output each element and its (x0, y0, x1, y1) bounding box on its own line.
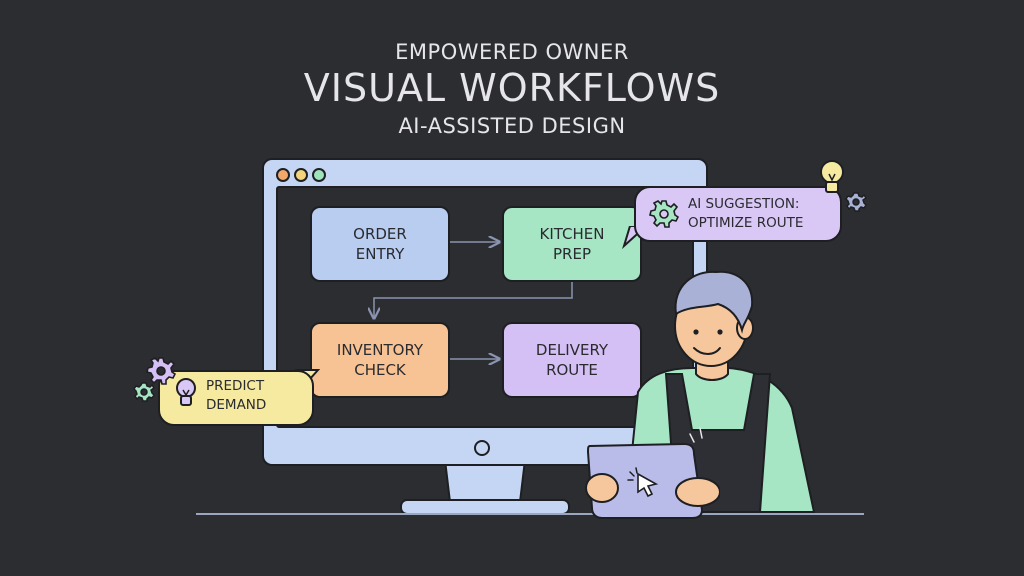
node-inventory-check: INVENTORY CHECK (310, 322, 450, 398)
window-dot-orange (276, 168, 290, 182)
overline-text: EMPOWERED OWNER (395, 40, 629, 64)
cursor-icon (627, 467, 659, 498)
window-dot-yellow (294, 168, 308, 182)
window-dot-green (312, 168, 326, 182)
subtitle-text: AI-ASSISTED DESIGN (398, 114, 626, 138)
node-order-entry: ORDER ENTRY (310, 206, 450, 282)
lightbulb-icon (176, 378, 196, 406)
node-delivery-route: DELIVERY ROUTE (502, 322, 642, 398)
predict-demand-text: PREDICT DEMAND (206, 378, 267, 413)
power-button (474, 440, 490, 456)
ground-line (196, 513, 864, 515)
ai-suggestion-text: AI SUGGESTION: OPTIMIZE ROUTE (688, 196, 804, 231)
page-title: VISUAL WORKFLOWS (303, 66, 721, 110)
gear-icon (133, 382, 156, 402)
gear-icon (146, 357, 177, 385)
gear-icon (845, 192, 868, 212)
monitor-stand (400, 459, 570, 515)
node-kitchen-prep: KITCHEN PREP (502, 206, 642, 282)
lightbulb-icon (820, 160, 844, 193)
gear-icon (649, 200, 680, 228)
connector-kitchen-to-inventory (374, 282, 573, 318)
